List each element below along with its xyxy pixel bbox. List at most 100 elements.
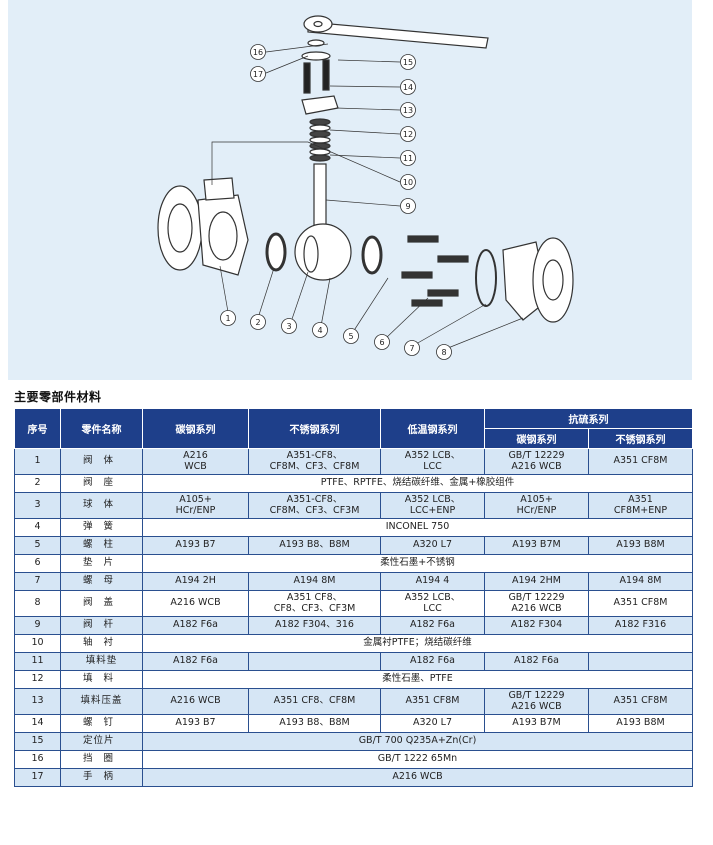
callout-6: 6 [374, 334, 390, 350]
svg-text:16: 16 [253, 48, 263, 57]
left-flange [157, 185, 203, 271]
row-number: 14 [14, 714, 61, 733]
svg-text:3: 3 [286, 322, 291, 331]
svg-text:1: 1 [225, 314, 230, 323]
gasket [475, 249, 497, 307]
material-span: PTFE、RPTFE、烧结碳纤维、金属+橡胶组件 [142, 474, 693, 493]
svg-text:6: 6 [379, 338, 384, 347]
material-sulfur-carbon: A182 F6a [484, 652, 589, 671]
material-stainless [248, 652, 381, 671]
material-span: INCONEL 750 [142, 518, 693, 537]
diagram-svg: 16 17 15 14 13 12 11 10 9 1 2 3 4 5 6 7 … [157, 15, 574, 360]
row-number: 8 [14, 590, 61, 617]
part-name: 轴衬 [60, 634, 143, 653]
callout-1: 1 [220, 310, 236, 326]
right-flange [532, 237, 574, 323]
part-name: 弹簧 [60, 518, 143, 537]
svg-text:7: 7 [409, 344, 414, 353]
callout-13: 13 [400, 102, 416, 118]
svg-text:15: 15 [403, 58, 413, 67]
material-carbon: A193 B7 [142, 714, 249, 733]
part-name: 螺母 [60, 572, 143, 591]
svg-text:9: 9 [405, 202, 410, 211]
header-carbon: 碳钢系列 [142, 408, 249, 449]
material-sulfur-carbon: A105+HCr/ENP [484, 492, 589, 519]
material-sulfur-stainless: A193 B8M [588, 714, 693, 733]
callout-15: 15 [400, 54, 416, 70]
callout-3: 3 [281, 318, 297, 334]
material-span: A216 WCB [142, 768, 693, 787]
row-number: 4 [14, 518, 61, 537]
material-stainless: A351-CF8、CF8M、CF3、CF3M [248, 492, 381, 519]
material-lowtemp: A182 F6a [380, 652, 485, 671]
callout-11: 11 [400, 150, 416, 166]
material-stainless: A182 F304、316 [248, 616, 381, 635]
part-name: 定位片 [60, 732, 143, 751]
stop-plate [301, 51, 331, 61]
part-name: 螺柱 [60, 536, 143, 555]
svg-text:4: 4 [317, 326, 322, 335]
callout-14: 14 [400, 79, 416, 95]
svg-text:2: 2 [255, 318, 260, 327]
callout-17: 17 [250, 66, 266, 82]
header-lowtemp: 低温钢系列 [380, 408, 485, 449]
exploded-valve-diagram: 16 17 15 14 13 12 11 10 9 1 2 3 4 5 6 7 … [8, 0, 692, 380]
row-number: 7 [14, 572, 61, 591]
material-lowtemp: A352 LCB、LCC [380, 448, 485, 475]
material-stainless: A351-CF8、CF8M、CF3、CF8M [248, 448, 381, 475]
material-carbon: A105+HCr/ENP [142, 492, 249, 519]
material-lowtemp: A194 4 [380, 572, 485, 591]
material-stainless: A194 8M [248, 572, 381, 591]
callout-9: 9 [400, 198, 416, 214]
row-number: 5 [14, 536, 61, 555]
part-name: 填料 [60, 670, 143, 689]
material-sulfur-carbon: A193 B7M [484, 536, 589, 555]
header-sulfur-stainless: 不锈钢系列 [588, 428, 693, 449]
gland [301, 95, 339, 115]
callout-8: 8 [436, 344, 452, 360]
materials-table: 序号 零件名称 碳钢系列 不锈钢系列 低温钢系列 抗硫系列 碳钢系列 不锈钢系列… [14, 408, 693, 787]
callout-12: 12 [400, 126, 416, 142]
header-part-name: 零件名称 [60, 408, 143, 449]
part-name: 阀杆 [60, 616, 143, 635]
material-sulfur-stainless: A182 F316 [588, 616, 693, 635]
svg-text:11: 11 [403, 154, 413, 163]
callout-10: 10 [400, 174, 416, 190]
material-sulfur-stainless: A351 CF8M [588, 448, 693, 475]
material-carbon: A194 2H [142, 572, 249, 591]
screw-left [303, 62, 311, 94]
part-name: 填料压盖 [60, 688, 143, 715]
material-carbon: A216 WCB [142, 590, 249, 617]
part-name: 手柄 [60, 768, 143, 787]
material-carbon: A182 F6a [142, 616, 249, 635]
material-span: GB/T 700 Q235A+Zn(Cr) [142, 732, 693, 751]
material-sulfur-carbon: A182 F304 [484, 616, 589, 635]
svg-text:10: 10 [403, 178, 413, 187]
row-number: 13 [14, 688, 61, 715]
row-number: 17 [14, 768, 61, 787]
material-carbon: A182 F6a [142, 652, 249, 671]
material-stainless: A351 CF8、CF8、CF3、CF3M [248, 590, 381, 617]
material-sulfur-carbon: A194 2HM [484, 572, 589, 591]
row-number: 3 [14, 492, 61, 519]
material-lowtemp: A182 F6a [380, 616, 485, 635]
material-span: 柔性石墨+不锈钢 [142, 554, 693, 573]
part-name: 螺钉 [60, 714, 143, 733]
retaining-ring [307, 39, 325, 47]
seat-left [265, 232, 287, 272]
